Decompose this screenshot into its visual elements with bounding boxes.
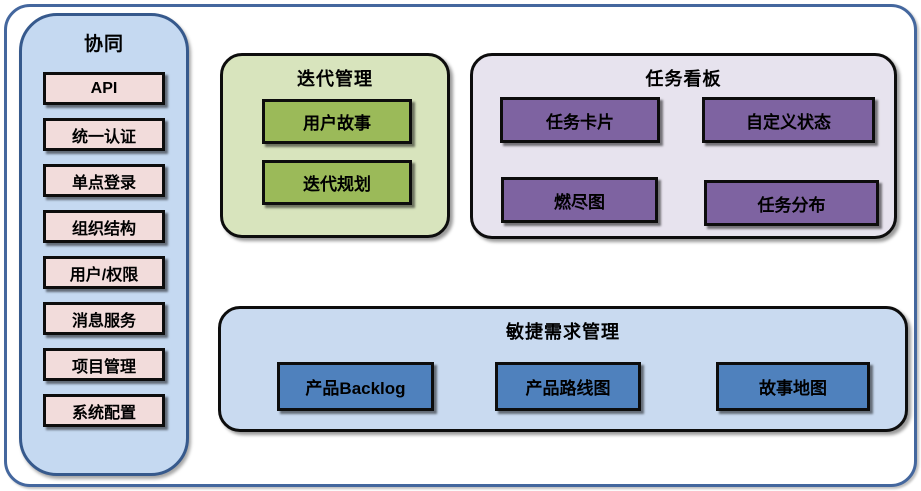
iteration-item-user-story: 用户故事: [262, 99, 412, 144]
kanban-item-task-card: 任务卡片: [500, 97, 660, 143]
task-board-panel: 任务看板 任务卡片 自定义状态 燃尽图 任务分布: [470, 53, 897, 239]
task-board-title: 任务看板: [645, 69, 722, 89]
kanban-item-task-distribution: 任务分布: [704, 180, 879, 226]
collaboration-panel-title: 协同: [83, 34, 124, 55]
collab-item-unified-auth: 统一认证: [43, 118, 165, 151]
iteration-management-panel: 迭代管理 用户故事 迭代规划: [220, 53, 450, 238]
collab-item-system-config: 系统配置: [43, 394, 165, 427]
collab-item-api: API: [43, 72, 165, 105]
agile-requirements-panel: 敏捷需求管理 产品Backlog 产品路线图 故事地图: [218, 306, 908, 432]
collab-item-org-structure: 组织结构: [43, 210, 165, 243]
agile-item-story-map: 故事地图: [716, 362, 870, 411]
collab-item-user-permission: 用户/权限: [43, 256, 165, 289]
collab-item-sso: 单点登录: [43, 164, 165, 197]
collab-item-message-service: 消息服务: [43, 302, 165, 335]
kanban-item-burndown-chart: 燃尽图: [501, 177, 658, 223]
agile-item-product-backlog: 产品Backlog: [277, 362, 434, 411]
agile-item-product-roadmap: 产品路线图: [495, 362, 641, 411]
kanban-item-custom-status: 自定义状态: [702, 97, 875, 143]
collaboration-item-list: API 统一认证 单点登录 组织结构 用户/权限 消息服务 项目管理 系统配置: [22, 72, 186, 427]
collab-item-project-management: 项目管理: [43, 348, 165, 381]
iteration-management-title: 迭代管理: [297, 69, 373, 89]
collaboration-panel: 协同 API 统一认证 单点登录 组织结构 用户/权限 消息服务 项目管理 系统…: [19, 13, 189, 476]
outer-frame: 协同 API 统一认证 单点登录 组织结构 用户/权限 消息服务 项目管理 系统…: [4, 4, 917, 487]
iteration-item-iteration-planning: 迭代规划: [262, 160, 412, 205]
agile-requirements-title: 敏捷需求管理: [506, 322, 620, 342]
